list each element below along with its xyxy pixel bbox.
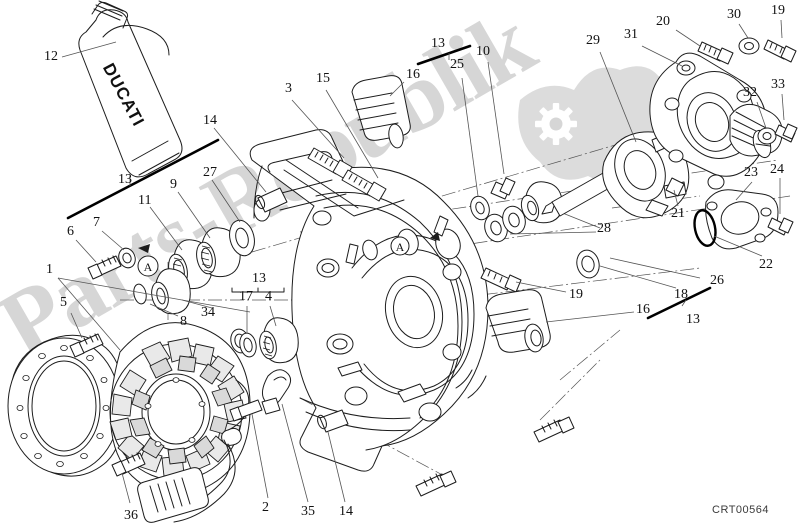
callout-13-top: 13 xyxy=(431,36,445,51)
callout-2: 2 xyxy=(262,500,269,515)
part-21-dowel-pin xyxy=(665,177,685,207)
part-3-hex-bolt xyxy=(291,99,353,180)
callout-35: 35 xyxy=(301,504,315,519)
part-5-screw xyxy=(69,312,104,358)
marker-a-left: A xyxy=(137,244,159,277)
part-14-bottom-dowel xyxy=(317,409,349,503)
callout-26: 26 xyxy=(710,273,724,288)
part-20-screw xyxy=(675,29,734,65)
callout-13-bottom: 13 xyxy=(252,271,266,286)
part-10-stud-bolt xyxy=(487,61,516,200)
callout-17: 17 xyxy=(239,289,253,304)
part-bearing-right-18 xyxy=(576,249,701,289)
callout-13-right: 13 xyxy=(686,312,700,327)
part-31-water-pump-housing xyxy=(641,45,783,190)
callout-15: 15 xyxy=(316,71,330,86)
callout-19-top: 19 xyxy=(771,3,785,18)
part-33-screw xyxy=(774,93,798,143)
callout-7: 7 xyxy=(93,215,100,230)
callout-27: 27 xyxy=(203,165,217,180)
callout-9: 9 xyxy=(170,177,177,192)
callout-23: 23 xyxy=(744,165,758,180)
part-bottom-screw-right xyxy=(533,416,575,443)
svg-text:A: A xyxy=(144,260,153,274)
callout-11: 11 xyxy=(138,193,152,208)
part-25-washer xyxy=(461,77,490,221)
callout-14-top: 14 xyxy=(203,113,217,128)
part-stator-assembly xyxy=(109,322,251,523)
callout-25: 25 xyxy=(450,57,464,72)
part-24-screw xyxy=(767,178,794,236)
part-4-bearing xyxy=(259,305,299,364)
callout-29: 29 xyxy=(586,33,600,48)
part-16-top-threaded-plug xyxy=(351,75,411,149)
callout-1: 1 xyxy=(46,262,53,277)
bracket-13-right-tick xyxy=(681,299,687,307)
part-23-flange xyxy=(705,181,779,250)
callout-8: 8 xyxy=(180,314,187,329)
bracket-13-top xyxy=(416,44,472,66)
callout-32: 32 xyxy=(743,85,757,100)
part-19-top-screw xyxy=(763,19,797,63)
callout-16-top: 16 xyxy=(406,67,420,82)
part-14-top-dowel xyxy=(213,127,288,213)
callout-31: 31 xyxy=(624,27,638,42)
callout-20: 20 xyxy=(656,14,670,29)
part-36-screw xyxy=(111,452,146,504)
part-seal-stack-28 xyxy=(484,181,601,243)
callout-5: 5 xyxy=(60,295,67,310)
part-29-impeller-shaft xyxy=(541,51,690,219)
part-2-screw xyxy=(229,399,269,499)
part-35-cable-guide xyxy=(261,369,309,503)
part-15-hex-bolt xyxy=(325,89,387,202)
part-19-right-screw xyxy=(480,267,567,293)
callout-36: 36 xyxy=(124,508,138,523)
part-17-shim xyxy=(239,306,257,358)
callout-18: 18 xyxy=(674,287,688,302)
part-7-washer xyxy=(101,230,136,269)
drawing-code: CRT00564 xyxy=(712,504,769,516)
part-22-o-ring xyxy=(693,209,763,257)
callout-14-bottom: 14 xyxy=(339,504,353,519)
callout-4: 4 xyxy=(265,289,272,304)
callout-19-right: 19 xyxy=(569,287,583,302)
part-32-washer xyxy=(756,101,777,145)
callout-30: 30 xyxy=(727,7,741,22)
part-6-hex-bolt xyxy=(75,239,122,280)
callout-3: 3 xyxy=(285,81,292,96)
part-bottom-screw-left xyxy=(415,470,457,497)
callout-16-right: 16 xyxy=(636,302,650,317)
part-16-right-threaded-plug xyxy=(485,289,635,353)
bracket-13-right xyxy=(646,286,712,320)
callout-12: 12 xyxy=(44,49,58,64)
part-1-flywheel-rotor xyxy=(7,277,251,477)
callout-21: 21 xyxy=(671,206,685,221)
part-12-sealant-tube: DUCATI xyxy=(61,0,183,178)
part-30-washer xyxy=(738,23,760,55)
callout-6: 6 xyxy=(67,224,74,239)
bracket-13-left xyxy=(66,138,220,220)
bracket-13-bottom xyxy=(231,287,285,293)
svg-text:A: A xyxy=(396,240,405,254)
callout-13-left: 13 xyxy=(118,172,132,187)
part-27-seal xyxy=(211,179,255,257)
callout-34: 34 xyxy=(201,305,215,320)
callout-28: 28 xyxy=(597,221,611,236)
callout-33: 33 xyxy=(771,77,785,92)
callout-24: 24 xyxy=(770,162,784,177)
callout-10: 10 xyxy=(476,44,490,59)
callout-22: 22 xyxy=(759,257,773,272)
